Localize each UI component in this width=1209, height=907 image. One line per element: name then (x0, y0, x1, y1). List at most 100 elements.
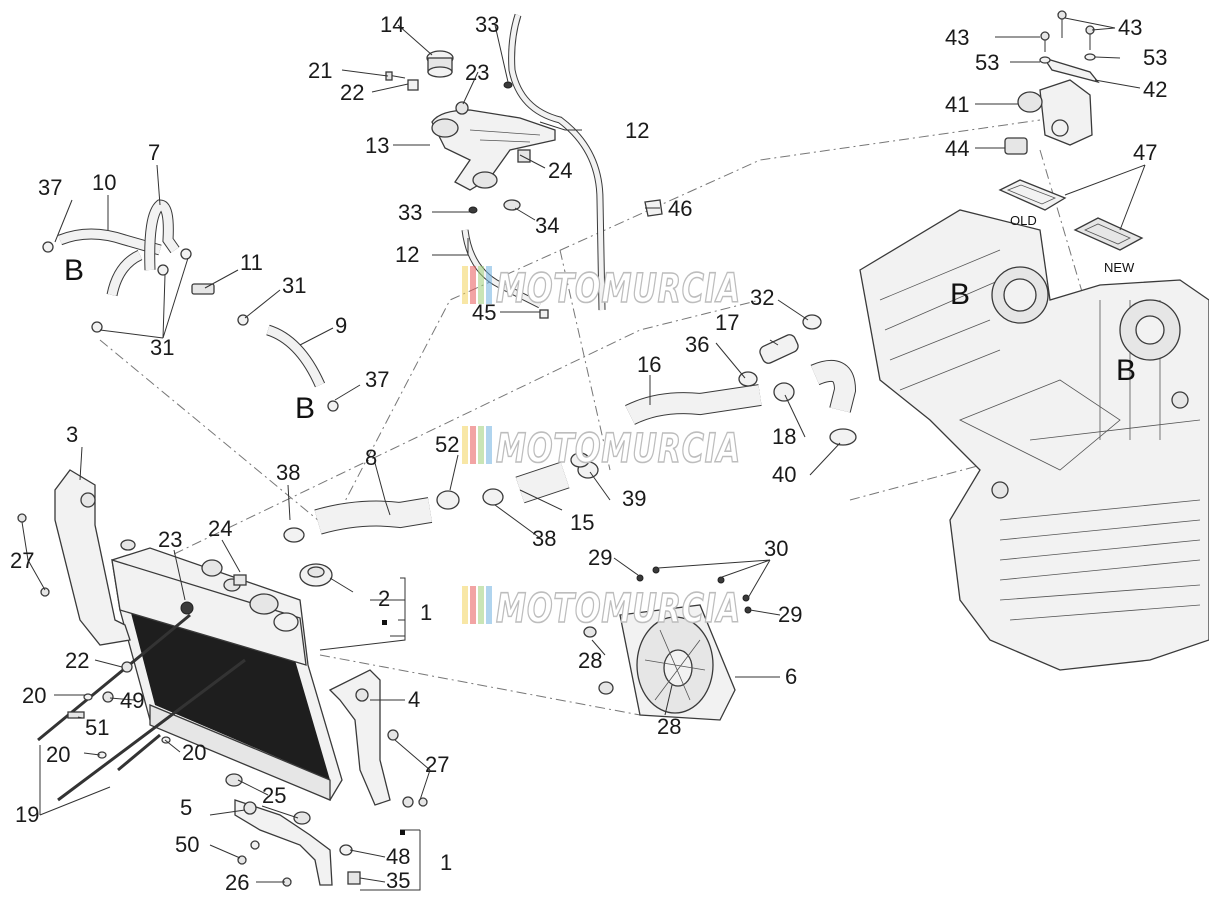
label-3: 3 (66, 422, 78, 447)
label-5: 5 (180, 795, 192, 820)
engine-block (859, 209, 1209, 671)
watermark-stripe (470, 426, 476, 464)
watermark-stripe (462, 586, 468, 624)
label-28: 28 (657, 714, 681, 739)
label-26: 26 (225, 870, 249, 895)
watermark-text: MOTOMURCIA (496, 426, 741, 472)
label-38: 38 (532, 526, 556, 551)
label-20: 20 (46, 742, 70, 767)
gasket-new (1073, 217, 1144, 251)
label-33: 33 (398, 200, 422, 225)
watermark-text: MOTOMURCIA (496, 586, 741, 632)
label-42: 42 (1143, 77, 1167, 102)
label-35: 35 (386, 868, 410, 893)
bypass-hoses (42, 199, 339, 412)
cooling-fan (583, 566, 752, 721)
label-29: 29 (588, 545, 612, 570)
connection-marker-b: B (64, 254, 84, 287)
hose-15 (482, 461, 599, 506)
label-43: 43 (945, 25, 969, 50)
label-31: 31 (282, 273, 306, 298)
leader-lines (21, 17, 1146, 891)
label-14: 14 (380, 12, 404, 37)
thermostat-housing (1004, 56, 1100, 155)
label-12: 12 (395, 242, 419, 267)
label-22: 22 (65, 648, 89, 673)
label-11: 11 (240, 250, 263, 275)
label-17: 17 (715, 310, 739, 335)
label-12: 12 (625, 118, 649, 143)
gasket-old (998, 179, 1067, 211)
label-7: 7 (148, 140, 160, 165)
hose-8 (283, 490, 460, 543)
label-53: 53 (1143, 45, 1167, 70)
label-29: 29 (778, 602, 802, 627)
watermark-1: MOTOMURCIA (462, 265, 741, 313)
label-19: 19 (15, 802, 39, 827)
watermark-stripe (478, 586, 484, 624)
label-41: 41 (945, 92, 969, 117)
connection-markers: B B B B (64, 254, 1136, 425)
small-fasteners-radiator (17, 513, 428, 887)
label-49: 49 (120, 688, 144, 713)
label-28: 28 (578, 648, 602, 673)
hose-18 (810, 360, 857, 413)
label-45: 45 (472, 300, 496, 325)
label-25: 25 (262, 783, 286, 808)
watermark-stripe (462, 266, 468, 304)
label-20: 20 (22, 683, 46, 708)
label-24: 24 (548, 158, 572, 183)
label-23: 23 (465, 60, 489, 85)
label-new: NEW (1104, 260, 1135, 275)
connection-marker-b: B (950, 278, 970, 311)
part-number-labels: 14 33 21 22 23 12 13 24 33 34 46 12 45 4… (10, 12, 1167, 895)
label-22: 22 (340, 80, 364, 105)
label-4: 4 (408, 687, 420, 712)
label-40: 40 (772, 462, 796, 487)
label-23: 23 (158, 527, 182, 552)
label-38: 38 (276, 460, 300, 485)
filler-cap-14 (426, 50, 454, 78)
label-24: 24 (208, 516, 232, 541)
label-2: 2 (378, 586, 390, 611)
label-8: 8 (365, 445, 377, 470)
radiator (111, 539, 343, 801)
label-37: 37 (38, 175, 62, 200)
bracket-4 (328, 669, 391, 806)
connection-marker-b: B (295, 392, 315, 425)
label-32: 32 (750, 285, 774, 310)
hose-clamps (570, 314, 857, 468)
watermark-stripe (486, 266, 492, 304)
label-44: 44 (945, 136, 969, 161)
label-48: 48 (386, 844, 410, 869)
watermark-stripe (486, 586, 492, 624)
label-34: 34 (535, 213, 559, 238)
radiator-cap-2 (299, 563, 333, 587)
label-53: 53 (975, 50, 999, 75)
label-47: 47 (1133, 140, 1157, 165)
label-50: 50 (175, 832, 199, 857)
bolts-43 (1039, 10, 1096, 64)
label-20: 20 (182, 740, 206, 765)
hose-17 (759, 334, 799, 364)
label-39: 39 (622, 486, 646, 511)
label-33: 33 (475, 12, 499, 37)
label-27: 27 (10, 548, 34, 573)
watermark-2: MOTOMURCIA (462, 425, 741, 473)
label-21: 21 (308, 58, 332, 83)
label-27: 27 (425, 752, 449, 777)
label-15: 15 (570, 510, 594, 535)
label-6: 6 (785, 664, 797, 689)
watermark-stripe (478, 426, 484, 464)
reference-marker-square (400, 830, 405, 835)
label-52: 52 (435, 432, 459, 457)
rods-19 (37, 613, 246, 802)
label-old: OLD (1010, 213, 1037, 228)
watermark-stripe (478, 266, 484, 304)
hose-16 (625, 384, 762, 425)
label-16: 16 (637, 352, 661, 377)
label-31: 31 (150, 335, 174, 360)
label-18: 18 (772, 424, 796, 449)
